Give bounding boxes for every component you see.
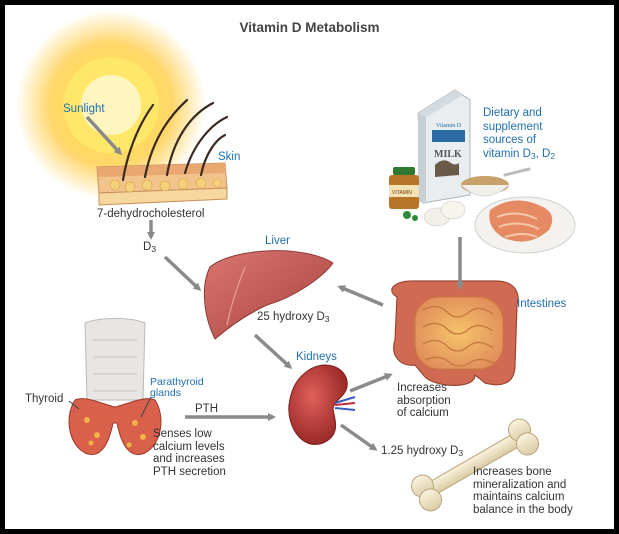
- hydroxy25-text: 25 hydroxy D: [257, 311, 325, 323]
- label-kidneys: Kidneys: [296, 351, 337, 363]
- diagram-artwork: Vitamin D MILK VITAMIN: [16, 10, 576, 512]
- label-intestines: Intestines: [517, 298, 567, 310]
- diagram-canvas: Vitamin D MILK VITAMIN: [5, 5, 614, 529]
- vitamin-d3-subscript: 3: [530, 150, 536, 161]
- label-increases-bone: Increases bone mineralization and mainta…: [473, 466, 573, 516]
- milk-brand-text: Vitamin D: [436, 123, 462, 129]
- label-25-hydroxy-d3: 25 hydroxy D3: [257, 311, 330, 326]
- bottle-label-text: VITAMIN: [392, 190, 412, 196]
- eggs-illustration: [403, 200, 466, 227]
- thyroid-illustration: [68, 318, 162, 456]
- arrow-intestines-to-liver: [337, 285, 384, 307]
- absorption-line-3: of calcium: [397, 407, 449, 419]
- arrow-kidney-to-intestines: [349, 373, 393, 393]
- dietary-line-2: supplement: [483, 120, 543, 133]
- arrow-sunlight-to-skin: [85, 115, 123, 156]
- senses-line-4: PTH secretion: [153, 465, 226, 478]
- intestines-illustration: [391, 280, 519, 386]
- supplement-bottle-illustration: VITAMIN: [389, 167, 419, 209]
- dietary-line-4: vitamin D3, D2: [483, 148, 555, 164]
- milk-carton-illustration: Vitamin D MILK: [417, 89, 471, 204]
- label-pth: PTH: [195, 403, 218, 415]
- label-parathyroid-glands: Parathyroid glands: [150, 377, 204, 399]
- label-liver: Liver: [265, 235, 290, 247]
- label-sunlight: Sunlight: [63, 103, 105, 115]
- absorption-line-2: absorption: [397, 394, 451, 407]
- hydroxy125-text: 1.25 hydroxy D: [381, 445, 459, 457]
- bone-line-1: Increases bone: [473, 466, 552, 478]
- pointer-thyroid: [68, 400, 80, 410]
- hydroxy25-subscript: 3: [324, 314, 330, 324]
- vitamin-d2-text: , D: [535, 147, 551, 160]
- bone-line-2: mineralization and: [473, 478, 567, 491]
- vitamin-d2-subscript: 2: [550, 150, 556, 161]
- milk-word-text: MILK: [434, 149, 462, 160]
- label-1-25-hydroxy-d3: 1.25 hydroxy D3: [381, 445, 463, 460]
- cereal-bowl-illustration: [460, 167, 531, 197]
- vitamin-d3-text: vitamin D: [483, 147, 531, 160]
- label-thyroid: Thyroid: [25, 393, 64, 405]
- label-skin: Skin: [218, 151, 241, 163]
- sun-illustration: [16, 10, 206, 200]
- label-senses-low-calcium: Senses low calcium levels and increases …: [153, 428, 226, 478]
- senses-line-2: calcium levels: [153, 440, 225, 453]
- bone-line-3: maintains calcium: [473, 491, 565, 503]
- absorption-line-1: Increases: [397, 382, 447, 394]
- dietary-line-3: sources of: [483, 134, 537, 146]
- d3-subscript: 3: [151, 244, 157, 254]
- liver-illustration: [203, 250, 334, 340]
- skin-illustration: [96, 98, 229, 206]
- kidney-illustration: [288, 364, 356, 445]
- parathyroid-line-1: Parathyroid: [150, 376, 204, 388]
- hydroxy125-subscript: 3: [458, 448, 464, 458]
- label-dietary-sources: Dietary and supplement sources of vitami…: [483, 107, 555, 163]
- label-7-dehydrocholesterol: 7-dehydrocholesterol: [97, 208, 205, 220]
- dietary-line-1: Dietary and: [483, 107, 542, 119]
- senses-line-3: and increases: [153, 453, 225, 465]
- label-d3: D3: [143, 241, 156, 256]
- bone-illustration: [411, 418, 539, 512]
- senses-line-1: Senses low: [153, 428, 212, 440]
- arrow-d3-to-liver: [163, 255, 202, 292]
- bone-line-4: balance in the body: [473, 503, 573, 516]
- salmon-plate-illustration: [474, 196, 576, 254]
- label-increases-absorption: Increases absorption of calcium: [397, 382, 451, 420]
- arrow-liver-to-kidneys: [253, 333, 293, 370]
- pointer-parathyroid: [140, 396, 152, 418]
- arrow-kidney-to-bone: [339, 423, 378, 451]
- d3-text: D: [143, 241, 152, 253]
- parathyroid-line-2: glands: [150, 387, 181, 399]
- diagram-title: Vitamin D Metabolism: [239, 20, 380, 35]
